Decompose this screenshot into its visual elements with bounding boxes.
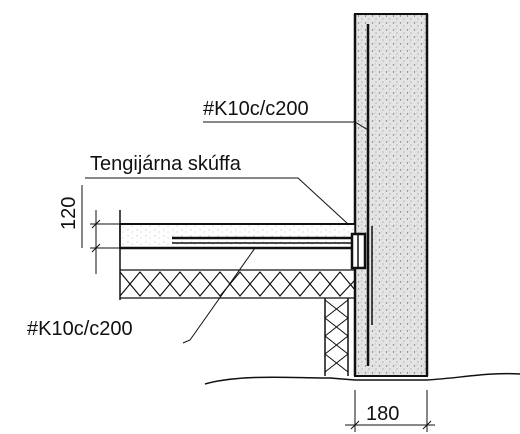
slab-rebar-label: #K10c/c200 [27, 318, 133, 340]
steel-connector [350, 232, 367, 270]
connector-label: Tengijárna skúffa [90, 153, 242, 175]
wall-thickness-dimension [345, 390, 435, 432]
concrete-slab [119, 210, 356, 300]
wall-rebar-label: #K10c/c200 [203, 98, 309, 120]
slab-thickness-dimension [81, 185, 120, 274]
slab-thickness-label: 120 [58, 197, 80, 230]
leader-lines [85, 121, 369, 344]
insulation [119, 271, 356, 299]
ground-line [204, 372, 520, 385]
support-wall [324, 298, 349, 376]
wall-thickness-label: 180 [366, 403, 399, 425]
slab-rebar [172, 236, 352, 244]
concrete-wall [353, 13, 429, 377]
wall-rebar [366, 24, 373, 366]
